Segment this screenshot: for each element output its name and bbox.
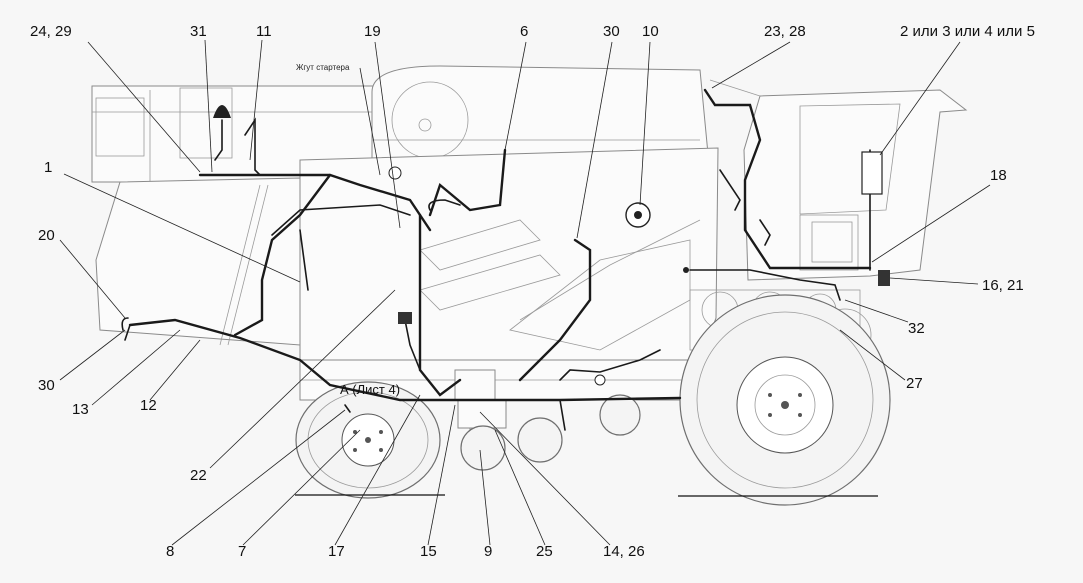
label-13: 13 — [72, 401, 89, 418]
label-25: 25 — [536, 543, 553, 560]
label-2-3-4-5: 2 или 3 или 4 или 5 — [900, 23, 1035, 40]
label-31: 31 — [190, 23, 207, 40]
starter-harness-note: Жгут стартера — [296, 63, 350, 72]
label-30-left: 30 — [38, 377, 55, 394]
label-20: 20 — [38, 227, 55, 244]
label-32: 32 — [908, 320, 925, 337]
harness-bottom — [128, 318, 682, 402]
label-6: 6 — [520, 23, 528, 40]
harness-cab — [703, 88, 872, 270]
label-7: 7 — [238, 543, 246, 560]
label-12: 12 — [140, 397, 157, 414]
label-1: 1 — [44, 159, 52, 176]
harness-right — [518, 238, 592, 382]
label-14-26: 14, 26 — [603, 543, 645, 560]
front-wheel — [679, 294, 891, 506]
harness-top-rear — [198, 173, 432, 232]
beacon-icon — [213, 105, 231, 118]
label-30-top: 30 — [603, 23, 620, 40]
rear-wheel — [295, 381, 441, 499]
machine-outline — [91, 65, 968, 449]
label-16-21: 16, 21 — [982, 277, 1024, 294]
part-labels: 24, 29 31 11 19 6 30 10 23, 28 2 или 3 и… — [30, 23, 1035, 560]
label-27: 27 — [906, 375, 923, 392]
leader-lines — [59, 39, 991, 546]
harness-hood — [233, 173, 332, 337]
label-23-28: 23, 28 — [764, 23, 806, 40]
control-unit — [861, 151, 883, 195]
side-panel — [299, 147, 719, 361]
auxiliary-wheels — [460, 394, 641, 471]
label-22: 22 — [190, 467, 207, 484]
wiring-harness — [121, 88, 890, 431]
label-8: 8 — [166, 543, 174, 560]
label-10: 10 — [642, 23, 659, 40]
label-18: 18 — [990, 167, 1007, 184]
label-11: 11 — [256, 23, 272, 40]
label-15: 15 — [420, 543, 437, 560]
label-17: 17 — [328, 543, 345, 560]
harness-center — [418, 213, 462, 397]
label-24-29: 24, 29 — [30, 23, 72, 40]
cab — [743, 89, 968, 281]
harness-tank — [428, 148, 507, 217]
label-9: 9 — [484, 543, 492, 560]
battery-box — [454, 369, 496, 401]
label-19: 19 — [364, 23, 381, 40]
rear-hood — [95, 177, 301, 346]
sheet-reference: А (Лист 4) — [340, 382, 400, 397]
